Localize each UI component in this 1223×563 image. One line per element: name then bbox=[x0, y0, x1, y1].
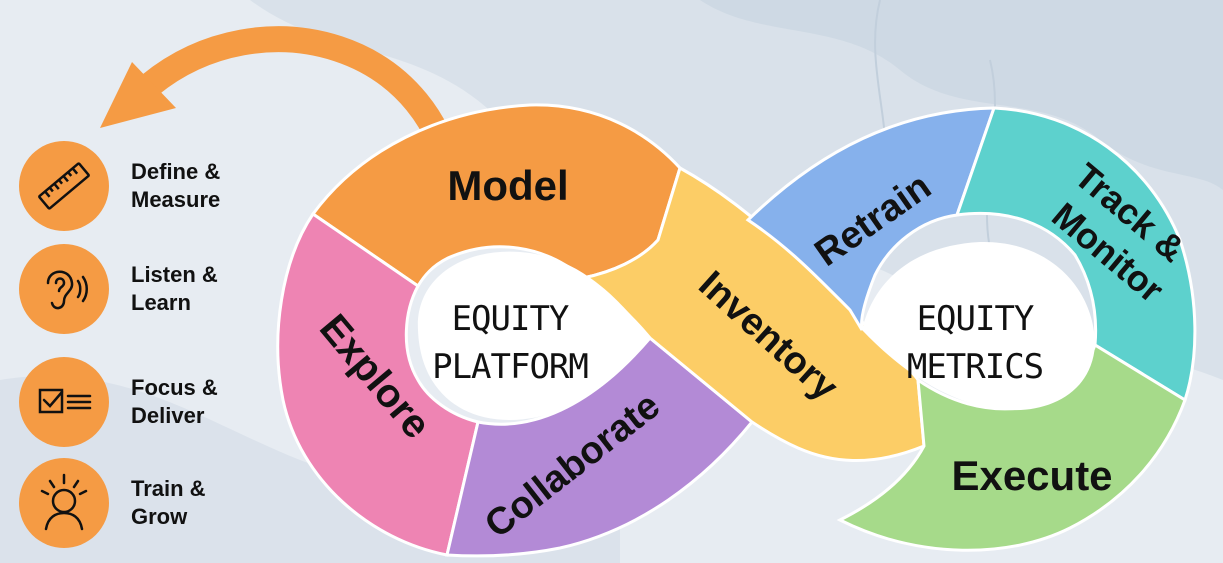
step-define-line1: Define & bbox=[131, 159, 221, 184]
step-listen-learn: Listen & Learn bbox=[19, 244, 218, 334]
step-listen-line1: Listen & bbox=[131, 262, 218, 287]
segment-explore[interactable] bbox=[276, 211, 480, 557]
label-model: Model bbox=[447, 162, 568, 209]
step-define-line2: Measure bbox=[131, 187, 221, 212]
step-train-grow: Train & Grow bbox=[19, 458, 206, 548]
label-execute: Execute bbox=[951, 452, 1112, 499]
center-right-line2: METRICS bbox=[907, 347, 1043, 387]
center-left-line1: EQUITY bbox=[452, 299, 569, 339]
step-train-line2: Grow bbox=[131, 504, 188, 529]
segment-track[interactable] bbox=[954, 106, 1197, 403]
segment-retrain[interactable] bbox=[745, 106, 997, 331]
center-left-line2: PLATFORM bbox=[432, 347, 588, 387]
step-focus-deliver: Focus & Deliver bbox=[19, 357, 218, 447]
hole-left bbox=[417, 251, 650, 420]
ruler-icon bbox=[38, 162, 90, 210]
step-train-line1: Train & bbox=[131, 476, 206, 501]
center-right-line1: EQUITY bbox=[917, 299, 1034, 339]
ear-icon bbox=[46, 270, 88, 310]
step-focus-line1: Focus & bbox=[131, 375, 218, 400]
step-focus-line2: Deliver bbox=[131, 403, 205, 428]
step-listen-line2: Learn bbox=[131, 290, 191, 315]
return-arrow-head bbox=[100, 62, 176, 128]
checklist-icon bbox=[38, 388, 92, 414]
hole-right bbox=[862, 241, 1095, 411]
segment-collaborate[interactable] bbox=[445, 335, 755, 558]
lightbulb-head-icon bbox=[40, 473, 88, 531]
step-define-measure: Define & Measure bbox=[19, 141, 220, 231]
